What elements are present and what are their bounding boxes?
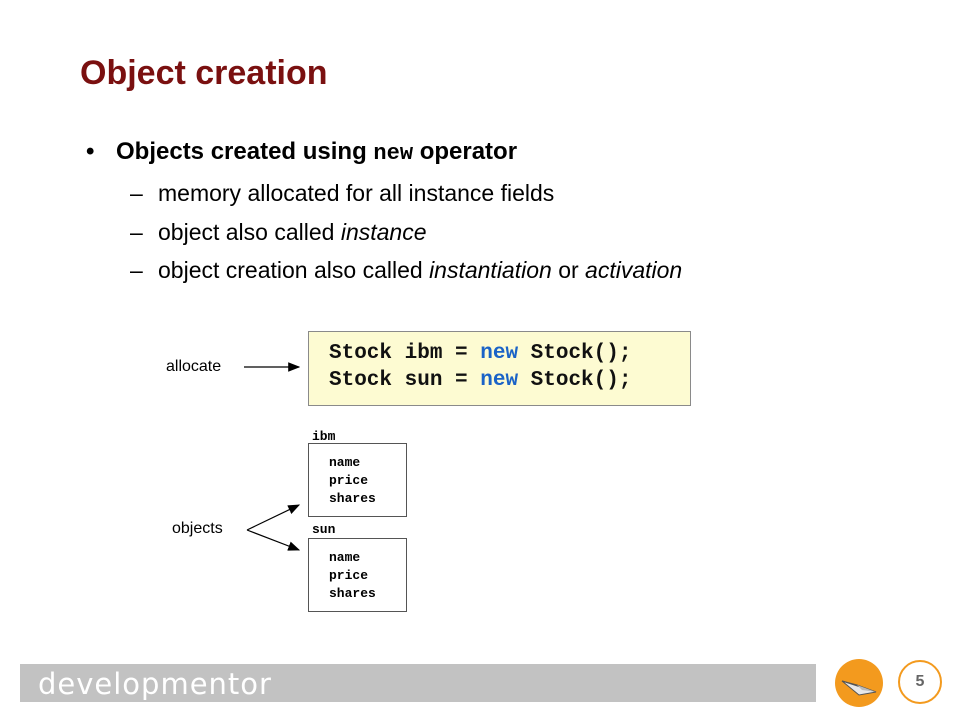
code-line-2: Stock sun = new Stock(); [329, 369, 631, 392]
main-bullet-after: operator [413, 138, 518, 165]
object-field: shares [329, 491, 376, 506]
sub-bullet-italic: instantiation [429, 257, 552, 283]
object-field: name [329, 550, 361, 565]
object-field: price [329, 568, 369, 583]
code-text: Stock(); [518, 342, 632, 365]
object-field: price [329, 473, 369, 488]
sub-bullet-part: object also called [158, 219, 341, 245]
code-text: Stock sun = [329, 369, 481, 392]
object-box-ibm: name price shares [308, 443, 407, 517]
objects-label: objects [172, 520, 223, 537]
slide-title: Object creation [80, 54, 328, 92]
paper-plane-logo-icon [835, 659, 883, 707]
main-bullet-code: new [373, 141, 414, 166]
object-field: name [329, 455, 361, 470]
brand-wordmark: developmentor [38, 667, 272, 701]
main-bullet-before: Objects created using [116, 138, 374, 165]
main-bullet-text: Objects created using new operator [116, 138, 517, 166]
sub-bullet-dash: – [130, 180, 143, 206]
sub-bullet-dash: – [130, 257, 143, 283]
page-number-badge: 5 [898, 660, 942, 704]
object-field: shares [329, 586, 376, 601]
footer-bar: developmentor [20, 664, 816, 702]
bullet-dot: • [86, 138, 95, 165]
sub-bullet-italic: activation [585, 257, 683, 283]
allocate-label: allocate [166, 358, 222, 375]
objects-arrow-ibm [246, 504, 301, 531]
code-text: Stock ibm = [329, 342, 481, 365]
sub-bullet-text: object creation also called instantiatio… [158, 257, 682, 284]
object-name-ibm: ibm [312, 429, 336, 444]
code-keyword: new [480, 369, 519, 392]
sub-bullet-text: memory allocated for all instance fields [158, 180, 554, 207]
sub-bullet-part: object creation also called [158, 257, 430, 283]
sub-bullet-part: memory allocated for all instance fields [158, 180, 555, 206]
page-number: 5 [915, 673, 925, 690]
code-text: Stock(); [518, 369, 632, 392]
sub-bullet-part: or [551, 257, 586, 283]
objects-arrow-sun [246, 529, 301, 551]
object-name-sun: sun [312, 522, 336, 537]
sub-bullet-dash: – [130, 219, 143, 245]
code-keyword: new [480, 342, 519, 365]
sub-bullet-text: object also called instance [158, 219, 427, 246]
object-box-sun: name price shares [308, 538, 407, 612]
sub-bullet-italic: instance [340, 219, 427, 245]
code-line-1: Stock ibm = new Stock(); [329, 342, 631, 365]
code-block: Stock ibm = new Stock(); Stock sun = new… [308, 331, 691, 406]
